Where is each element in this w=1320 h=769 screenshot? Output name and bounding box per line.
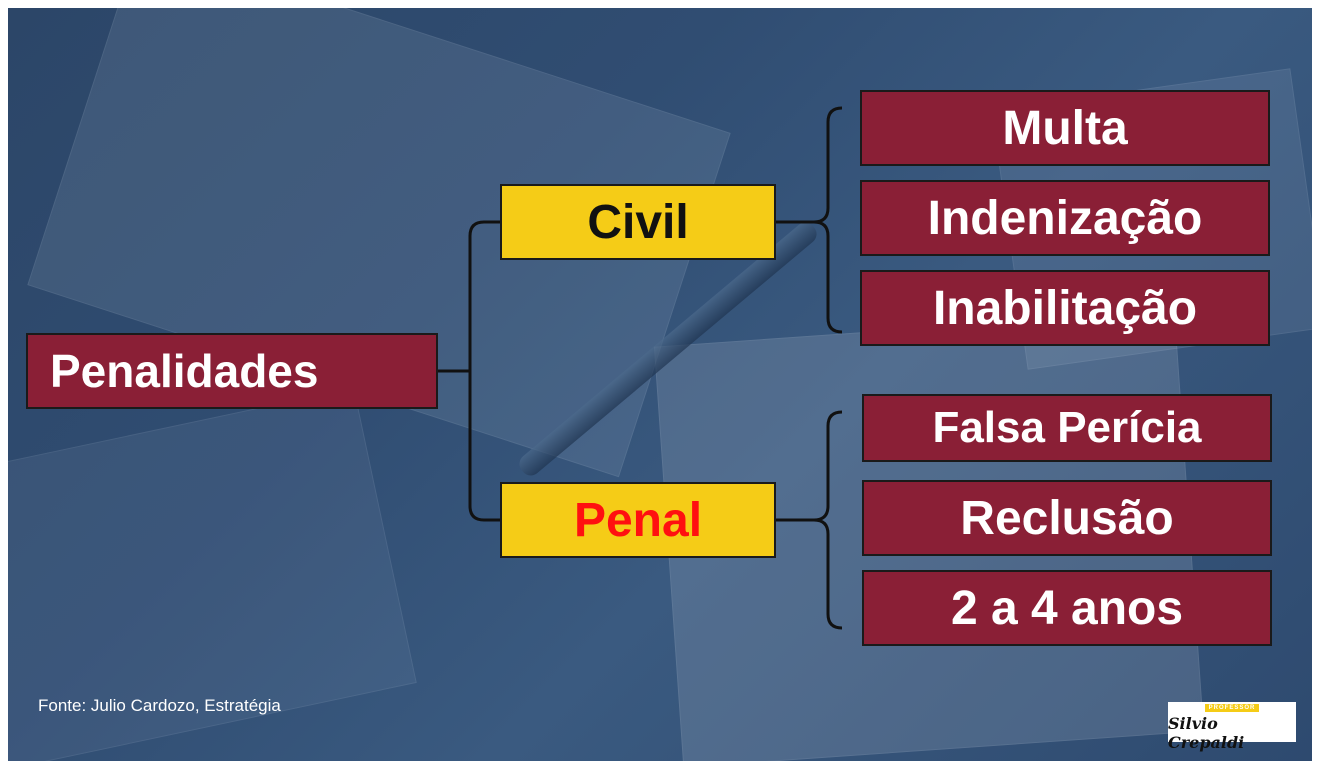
bracket-penal <box>813 410 843 630</box>
logo-tag: PROFESSOR <box>1204 704 1260 712</box>
branch-label-penal: Penal <box>573 493 703 547</box>
leaf-label: Reclusão <box>960 491 1174 545</box>
bracket-root <box>468 220 485 522</box>
slide: Penalidades Civil Penal Multa Indenizaçã… <box>8 8 1312 761</box>
leaf-node-falsa-pericia: Falsa Perícia <box>862 394 1272 462</box>
leaf-label: 2 a 4 anos <box>950 581 1184 635</box>
connector-lines <box>438 106 843 630</box>
root-node-penalidades: Penalidades <box>26 333 438 409</box>
leaf-node-inabilitacao: Inabilitação <box>860 270 1270 346</box>
source-caption: Fonte: Julio Cardozo, Estratégia <box>38 696 281 715</box>
leaf-label: Inabilitação <box>932 281 1198 335</box>
leaf-node-indenizacao: Indenização <box>860 180 1270 256</box>
logo: PROFESSOR Silvio Crepaldi <box>1168 702 1296 752</box>
logo-name: Silvio Crepaldi <box>1168 714 1245 752</box>
branch-node-penal: Penal <box>500 482 776 558</box>
leaf-label: Multa <box>1002 101 1128 155</box>
leaf-node-reclusao: Reclusão <box>862 480 1272 556</box>
leaf-node-2-a-4-anos: 2 a 4 anos <box>862 570 1272 646</box>
leaf-label: Indenização <box>927 191 1203 245</box>
leaf-label: Falsa Perícia <box>932 403 1202 452</box>
branch-node-civil: Civil <box>500 184 776 260</box>
leaf-node-multa: Multa <box>860 90 1270 166</box>
root-label: Penalidades <box>50 345 319 397</box>
branch-label-civil: Civil <box>587 195 689 249</box>
bracket-civil <box>813 106 843 334</box>
